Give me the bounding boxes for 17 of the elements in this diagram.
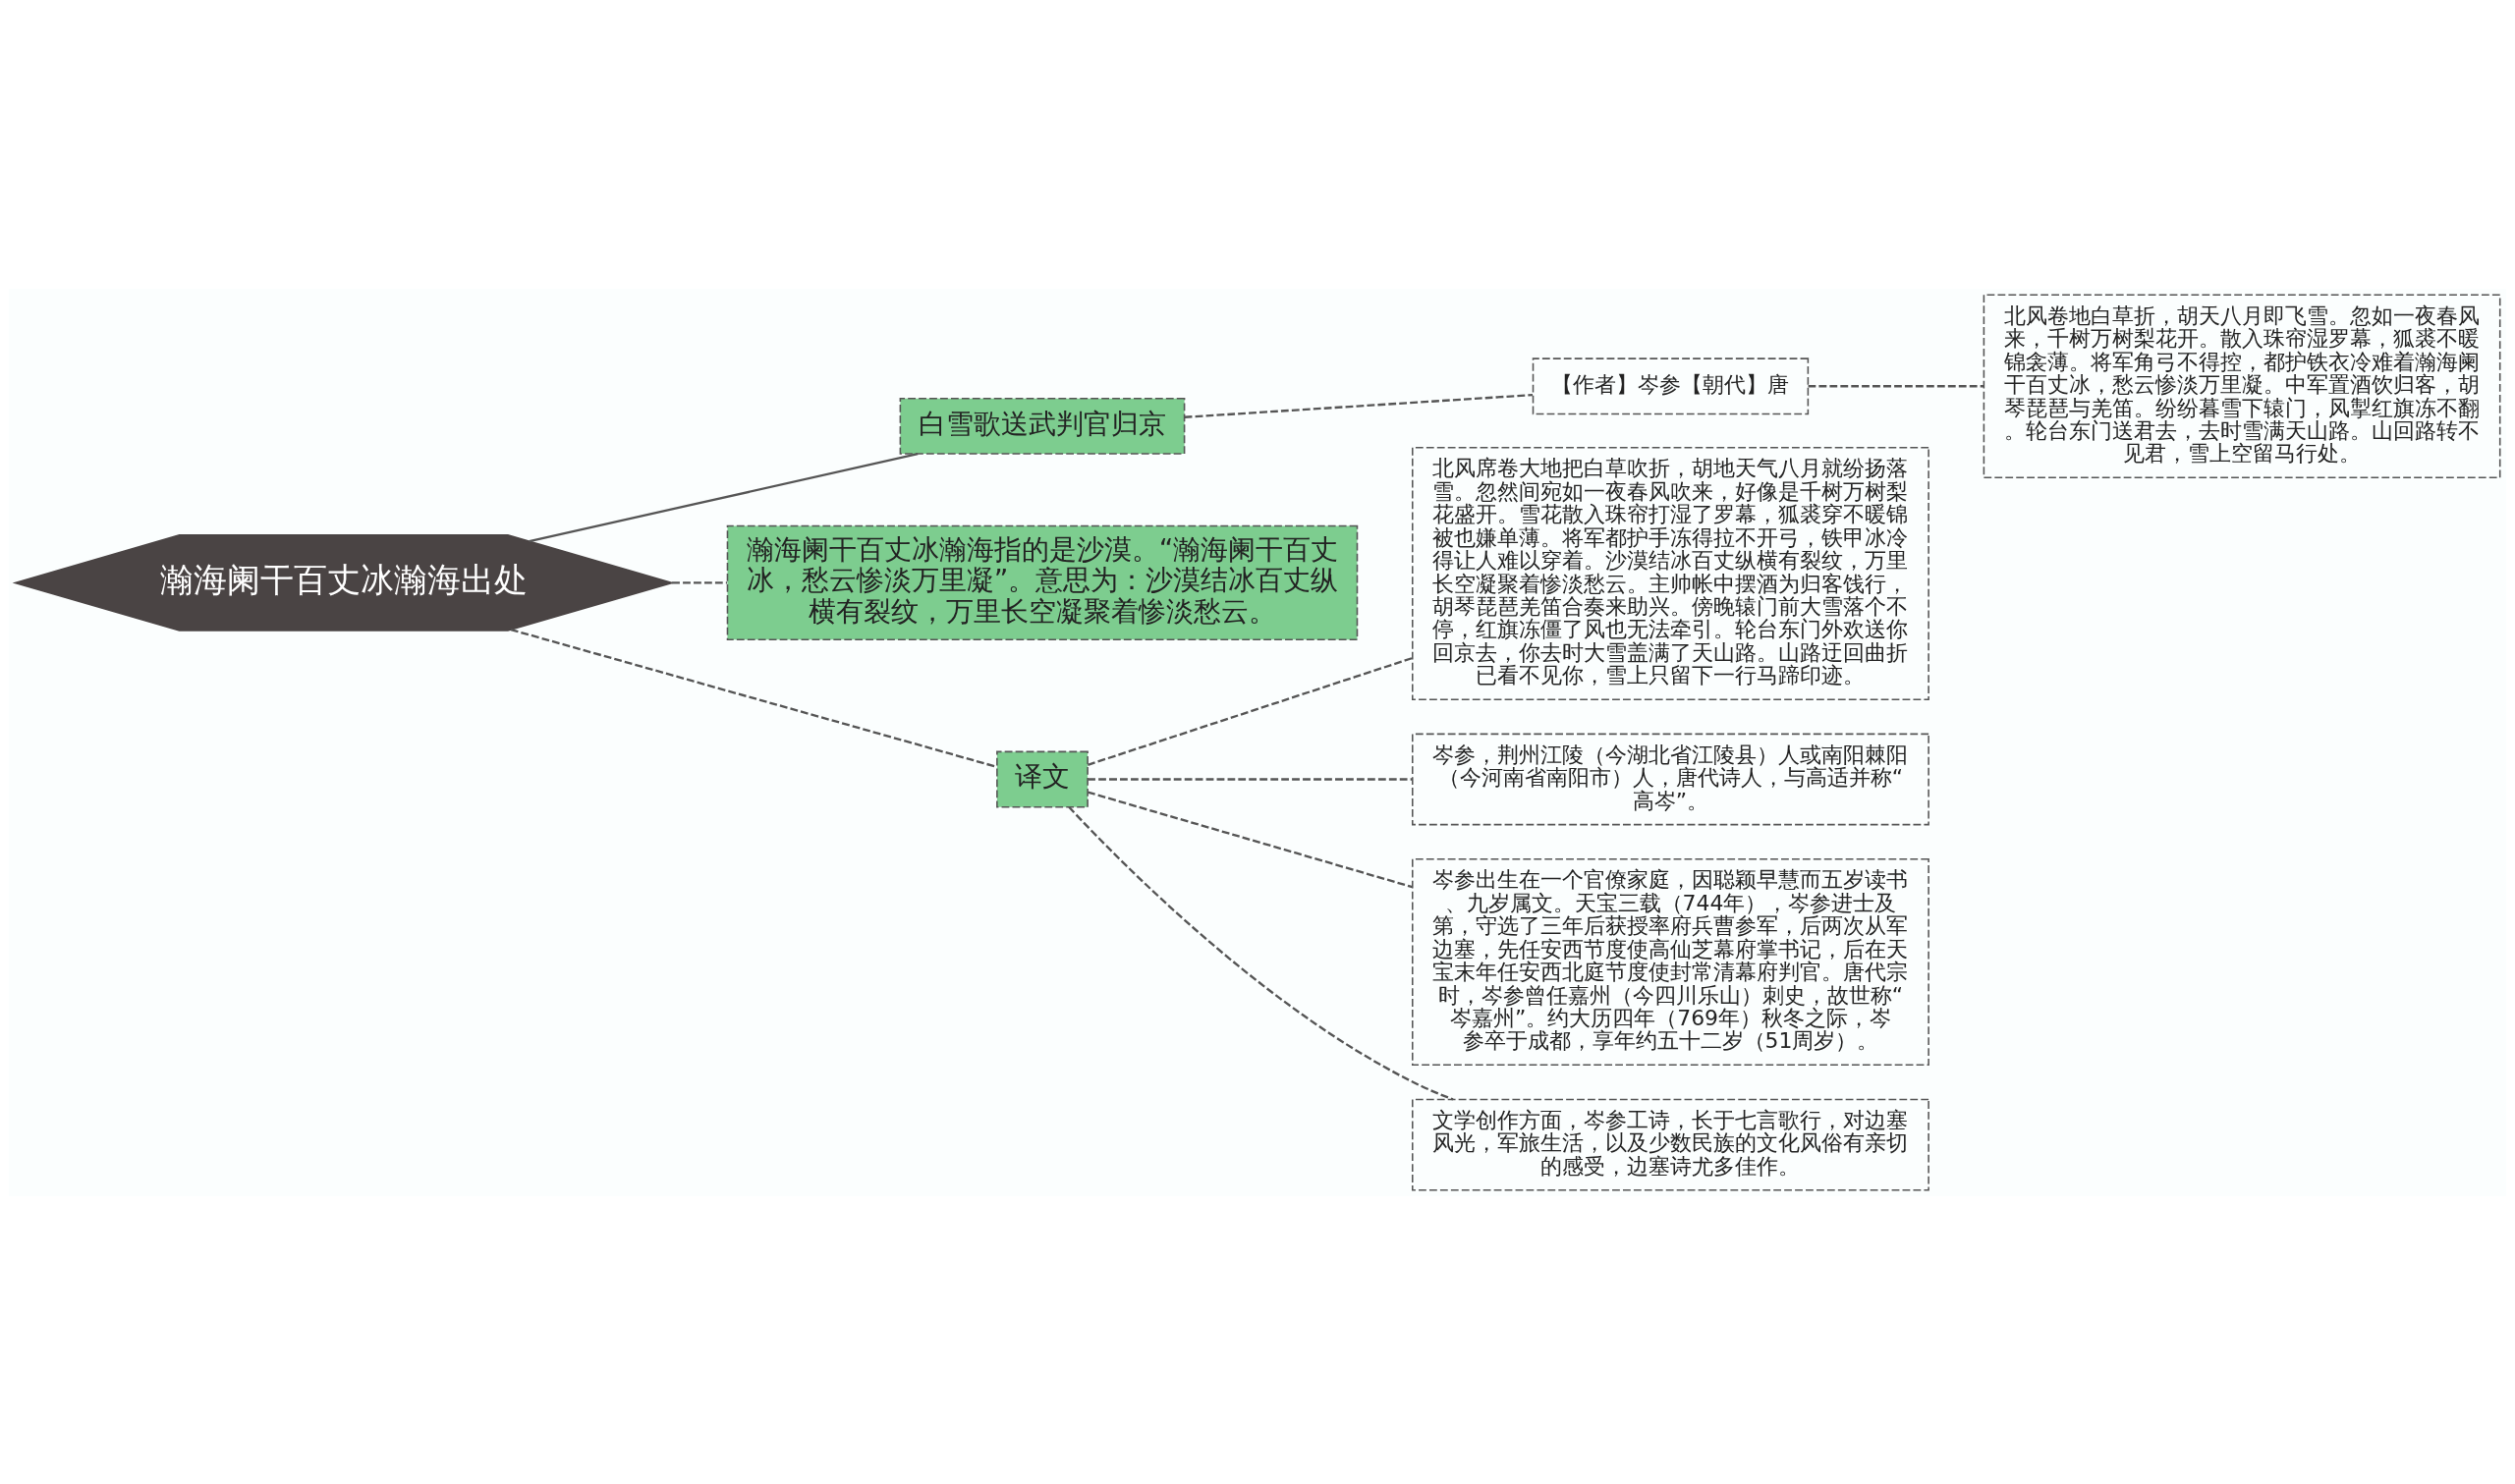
node-box: 北风席卷大地把白草吹折，胡地天气八月就纷扬落雪。忽然间宛如一夜春风吹来，好像是千树万树梨花盛开。雪花散入珠帘打湿了罗幕，狐裘穿不暖锦被也嫌单薄。将军都护手冻得拉不开弓，铁甲冰冷得让人难以穿着。沙漠结冰百丈纵横有裂纹，万里长空凝聚着惨淡愁云。主帅帐中摆酒为归客饯行，胡琴琵琶羌笛合奏来助兴。傍晚辕门前大雪落个不停，红旗冻僵了风也无法牵引。轮台东门外欢送你回京去，你去时大雪盖满了天山路。山路迂回曲折已看不见你，雪上只留下一行马蹄印迹。 <box>1412 446 1929 700</box>
node-box: 北风卷地白草折，胡天八月即飞雪。忽如一夜春风来，千树万树梨花开。散入珠帘湿罗幕，狐裘不暖锦衾薄。将军角弓不得控，都护铁衣冷难着瀚海阑干百丈冰，愁云惨淡万里凝。中军置酒饮归客，胡琴琵琶与羌笛。纷纷暮雪下辕门，风掣红旗冻不翻。轮台东门送君去，去时雪满天山路。山回路转不见君，雪上空留马行处。 <box>1983 293 2501 478</box>
node-box: 【作者】岑参【朝代】唐 <box>1532 357 1810 414</box>
node-box: 白雪歌送武判官归京 <box>899 397 1186 455</box>
connector <box>1087 656 1413 766</box>
node-box: 瀚海阑干百丈冰瀚海指的是沙漠。“瀚海阑干百丈冰，愁云惨淡万里凝”。意思为：沙漠结冰百丈纵横有裂纹，万里长空凝聚着惨淡愁云。 <box>726 524 1359 640</box>
connector <box>672 580 728 584</box>
connector <box>529 452 919 542</box>
connector <box>1088 777 1413 781</box>
connector <box>1184 393 1534 418</box>
node-box: 译文 <box>996 750 1089 807</box>
node-box: 岑参，荆州江陵（今湖北省江陵县）人或南阳棘阳（今河南省南阳市）人，唐代诗人，与高适并称“高岑”。 <box>1412 733 1929 825</box>
connector <box>1808 384 1984 387</box>
node-box: 岑参出生在一个官僚家庭，因聪颖早慧而五岁读书、九岁属文。天宝三载（744年），岑参进士及第，守选了三年后获授率府兵曹参军，后两次从军边塞，先任安西节度使高仙芝幕府掌书记，后在天宝末年任安西北庭节度使封常清幕府判官。唐代宗时，岑参曾任嘉州（今四川乐山）刺史，故世称“岑嘉州”。约大历四年（769年）秋冬之际，岑参卒于成都，享年约五十二岁（51周岁）。 <box>1412 857 1929 1066</box>
node-box: 文学创作方面，岑参工诗，长于七言歌行，对边塞风光，军旅生活，以及少数民族的文化风俗有亲切的感受，边塞诗尤多佳作。 <box>1412 1098 1929 1191</box>
connector <box>510 628 997 768</box>
connector <box>1087 791 1413 888</box>
